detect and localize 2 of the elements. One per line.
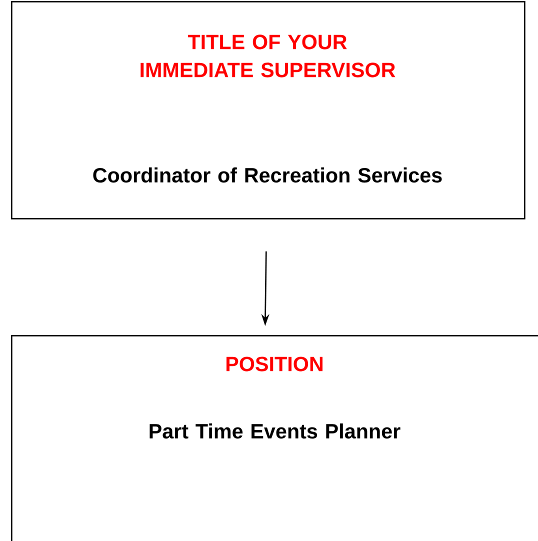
position-box: TITLE OF YOUR IMMEDIATE SUPERVISOR Coordinator of Recreation Services	[11, 1, 526, 220]
position-box: POSITION Part Time Events Planner	[11, 335, 538, 541]
